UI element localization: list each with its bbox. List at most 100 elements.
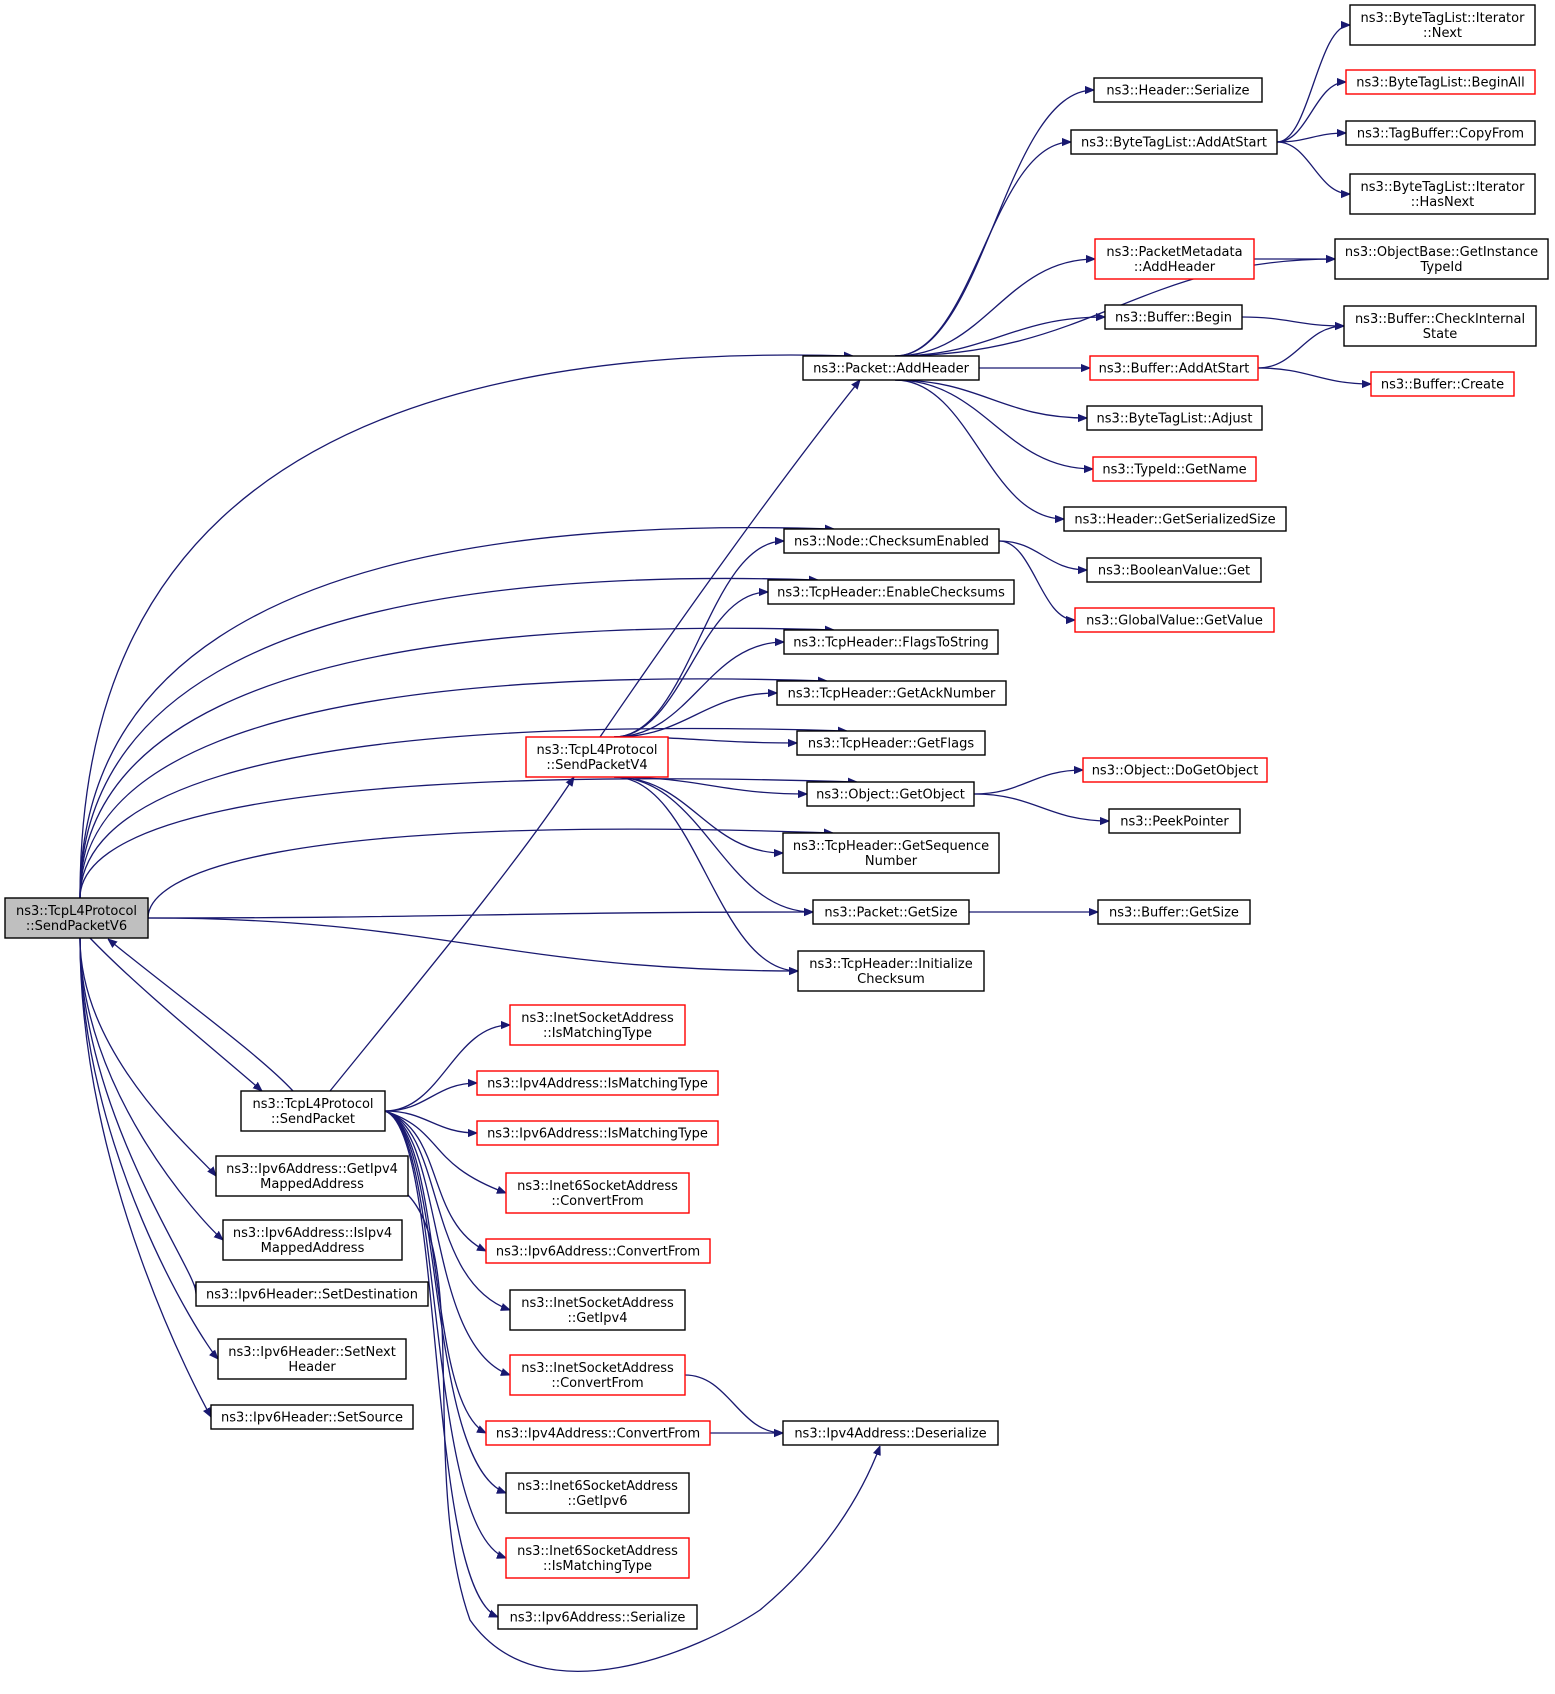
edge-addheader-to-pm_addheader [894, 259, 1095, 357]
node-btl-beginall[interactable]: ns3::ByteTagList::BeginAll [1345, 69, 1536, 95]
node-tcph-getack[interactable]: ns3::TcpHeader::GetAckNumber [776, 680, 1007, 706]
edge-sendpacket-to-i6sa_getipv6 [384, 1110, 506, 1493]
node-ipv6h-setdst[interactable]: ns3::Ipv6Header::SetDestination [195, 1281, 429, 1307]
edge-path [599, 380, 860, 738]
node-obj-dogetobject[interactable]: ns3::Object::DoGetObject [1082, 757, 1268, 783]
edge-sendpacket-to-ipv6_ser [384, 1110, 498, 1618]
edge-obj_getobject-to-peekptr [973, 793, 1109, 821]
node-label: ns3::Ipv6Header::SetSource [221, 1411, 403, 1426]
node-isa-convert[interactable]: ns3::InetSocketAddress::ConvertFrom [509, 1354, 686, 1396]
node-label: ns3::TagBuffer::CopyFrom [1357, 127, 1524, 142]
node-box [1345, 69, 1536, 95]
node-buf-getsize[interactable]: ns3::Buffer::GetSize [1097, 899, 1251, 925]
edge-path [1276, 82, 1347, 143]
node-tcph-enablecks[interactable]: ns3::TcpHeader::EnableChecksums [767, 579, 1015, 605]
edge-path [613, 776, 798, 971]
node-isa-getipv4[interactable]: ns3::InetSocketAddress::GetIpv4 [509, 1289, 686, 1331]
edge-sendv6-to-addheader [79, 355, 853, 899]
edge-addheader-to-buf_begin [894, 317, 1105, 357]
edge-path [79, 355, 853, 899]
node-node-cksum[interactable]: ns3::Node::ChecksumEnabled [783, 528, 1000, 554]
node-box [1086, 557, 1262, 583]
node-ipv4-convert[interactable]: ns3::Ipv4Address::ConvertFrom [485, 1420, 711, 1446]
edge-path [384, 1110, 506, 1493]
node-label: ns3::Ipv6Header::SetDestination [206, 1288, 418, 1303]
node-label: ns3::TcpHeader::GetFlags [808, 737, 975, 752]
node-boolval-get[interactable]: ns3::BooleanValue::Get [1086, 557, 1262, 583]
node-box [497, 1604, 698, 1630]
node-ipv6h-setsrc[interactable]: ns3::Ipv6Header::SetSource [210, 1404, 414, 1430]
node-box [802, 355, 980, 381]
edge-sendv6-to-tcph_initcks [147, 917, 798, 971]
node-btl-adjust[interactable]: ns3::ByteTagList::Adjust [1086, 405, 1263, 431]
node-isa-ismatch[interactable]: ns3::InetSocketAddress::IsMatchingType [509, 1004, 686, 1046]
edge-sendv6-to-tcph_enablecks [79, 578, 818, 899]
node-tagbuf-copy[interactable]: ns3::TagBuffer::CopyFrom [1345, 120, 1536, 146]
node-i6sa-getipv6[interactable]: ns3::Inet6SocketAddress::GetIpv6 [505, 1472, 690, 1514]
edge-sendv4-to-addheader [599, 380, 860, 738]
node-sendv4[interactable]: ns3::TcpL4Protocol::SendPacketV4 [525, 736, 669, 778]
node-label: ns3::PeekPointer [1120, 815, 1229, 830]
node-tcph-flagstostr[interactable]: ns3::TcpHeader::FlagsToString [783, 629, 999, 655]
node-buf-addatstart[interactable]: ns3::Buffer::AddAtStart [1089, 355, 1259, 381]
edge-isa_convert-to-ipv4_deser [684, 1374, 783, 1433]
node-sendpacket[interactable]: ns3::TcpL4Protocol::SendPacket [240, 1090, 386, 1132]
edge-path [79, 679, 827, 899]
edge-sendv6-to-ipv6h_setnext [79, 937, 218, 1359]
node-hdrser[interactable]: ns3::Header::Serialize [1093, 77, 1263, 103]
node-i6sa-ismatch[interactable]: ns3::Inet6SocketAddress::IsMatchingType [505, 1537, 690, 1579]
node-label: ::SendPacketV6 [26, 919, 127, 934]
node-label: ns3::ByteTagList::BeginAll [1356, 76, 1524, 91]
node-btl-it-hasnext[interactable]: ns3::ByteTagList::Iterator::HasNext [1349, 173, 1536, 215]
node-tcph-getflags[interactable]: ns3::TcpHeader::GetFlags [796, 730, 986, 756]
edge-sendv6-to-pkt_getsize [147, 912, 813, 919]
node-box [796, 730, 986, 756]
node-label: ::HasNext [1411, 195, 1475, 210]
edge-path [79, 628, 834, 899]
node-btl-addatstart[interactable]: ns3::ByteTagList::AddAtStart [1070, 129, 1278, 155]
node-i6sa-convert[interactable]: ns3::Inet6SocketAddress::ConvertFrom [505, 1172, 690, 1214]
node-ipv6-convert[interactable]: ns3::Ipv6Address::ConvertFrom [485, 1238, 711, 1264]
node-label: ns3::ByteTagList::Adjust [1097, 412, 1253, 427]
node-obj-getobject[interactable]: ns3::Object::GetObject [806, 781, 975, 807]
node-pkt-getsize[interactable]: ns3::Packet::GetSize [812, 899, 970, 925]
edge-ipv6_getv4mapped-to-ipv4_deser [407, 1194, 880, 1672]
node-label: State [1423, 327, 1457, 342]
node-label: ns3::Ipv6Address::ConvertFrom [496, 1245, 700, 1260]
node-ipv6-ser[interactable]: ns3::Ipv6Address::Serialize [497, 1604, 698, 1630]
edge-path [79, 779, 857, 899]
node-pm-addheader[interactable]: ns3::PacketMetadata::AddHeader [1094, 238, 1255, 280]
edge-path [894, 259, 1095, 357]
node-ipv6-ismatch[interactable]: ns3::Ipv6Address::IsMatchingType [476, 1120, 719, 1146]
node-addheader[interactable]: ns3::Packet::AddHeader [802, 355, 980, 381]
node-peekptr[interactable]: ns3::PeekPointer [1108, 808, 1241, 834]
node-box [525, 736, 669, 778]
node-typeid-getname[interactable]: ns3::TypeId::GetName [1092, 456, 1257, 482]
edge-path [894, 379, 1087, 418]
node-box [1094, 238, 1255, 280]
node-hdr-getsersize[interactable]: ns3::Header::GetSerializedSize [1063, 506, 1287, 532]
node-label: ns3::Ipv6Address::Serialize [510, 1611, 686, 1626]
edge-path [1276, 141, 1350, 194]
node-ipv4-ismatch[interactable]: ns3::Ipv4Address::IsMatchingType [476, 1070, 719, 1096]
node-sendv6[interactable]: ns3::TcpL4Protocol::SendPacketV6 [4, 897, 149, 939]
node-buf-begin[interactable]: ns3::Buffer::Begin [1104, 304, 1243, 330]
edge-sendv6-to-tcph_flagstostr [79, 628, 834, 899]
node-btl-it-next[interactable]: ns3::ByteTagList::Iterator::Next [1349, 4, 1536, 46]
node-globalval-get[interactable]: ns3::GlobalValue::GetValue [1074, 607, 1275, 633]
node-buf-create[interactable]: ns3::Buffer::Create [1370, 371, 1515, 397]
node-label: ns3::Header::GetSerializedSize [1074, 513, 1275, 528]
edge-path [384, 1110, 510, 1375]
node-label: ns3::TcpHeader::FlagsToString [793, 636, 989, 651]
node-label: ::SendPacketV4 [546, 758, 647, 773]
node-ipv4-deser[interactable]: ns3::Ipv4Address::Deserialize [782, 1420, 999, 1446]
node-box [505, 1537, 690, 1579]
edge-sendpacket-to-ipv4_ismatch [384, 1083, 477, 1112]
